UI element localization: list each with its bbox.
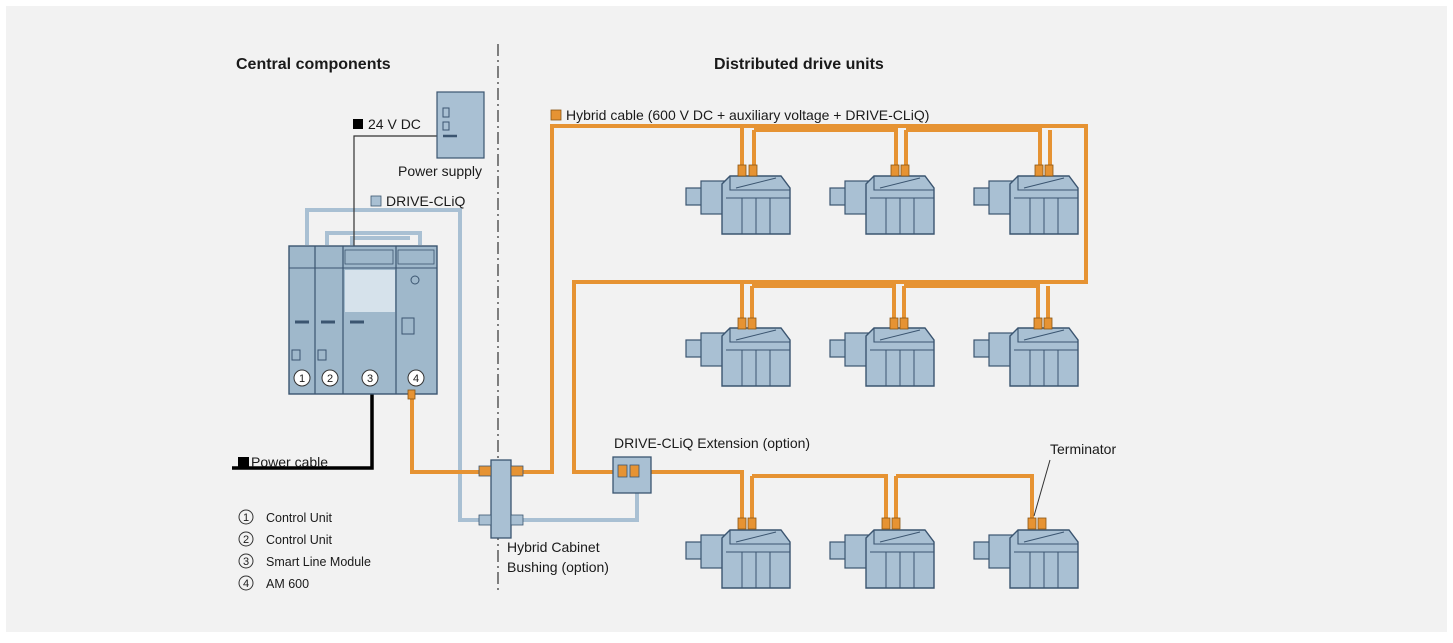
drive-cliq-label: DRIVE-CLiQ xyxy=(386,193,465,209)
legend-item-1: Control Unit xyxy=(266,511,333,525)
bushing-label-line1: Hybrid Cabinet xyxy=(507,539,600,555)
legend-item-2: Control Unit xyxy=(266,533,333,547)
drive-cliq-extension-label: DRIVE-CLiQ Extension (option) xyxy=(614,435,810,451)
diagram-background xyxy=(6,6,1447,632)
24v-legend-swatch xyxy=(353,119,363,129)
drive-cliq-extension-unit xyxy=(612,456,652,494)
terminator-label: Terminator xyxy=(1050,441,1116,457)
distributed-drive-units-heading: Distributed drive units xyxy=(714,56,884,73)
cabinet-modules xyxy=(288,245,438,400)
module-number-1: 1 xyxy=(299,373,305,385)
module-number-4: 4 xyxy=(413,373,419,385)
24v-dc-label: 24 V DC xyxy=(368,116,421,132)
bushing-label-line2: Bushing (option) xyxy=(507,559,609,575)
power-cable-legend-swatch xyxy=(238,457,249,467)
legend-number-2: 2 xyxy=(243,534,249,546)
legend-number-1: 1 xyxy=(243,512,249,524)
power-supply-unit xyxy=(436,91,485,159)
hybrid-cable-label: Hybrid cable (600 V DC + auxiliary volta… xyxy=(566,107,929,123)
24v-dc-cable xyxy=(353,135,438,250)
drive-cliq-legend-swatch xyxy=(370,195,382,207)
hybrid-cables xyxy=(410,124,1088,522)
module-number-2: 2 xyxy=(327,373,333,385)
hybrid-cabinet-bushing xyxy=(478,459,524,539)
motor-connectors xyxy=(737,164,1054,530)
central-components-heading: Central components xyxy=(236,56,391,73)
drive-cliq-cables xyxy=(305,208,639,522)
component-legend: 1 Control Unit 2 Control Unit 3 Smart Li… xyxy=(238,509,371,591)
legend-number-3: 3 xyxy=(243,556,249,568)
legend-number-4: 4 xyxy=(243,578,249,590)
legend-item-3: Smart Line Module xyxy=(266,555,371,569)
power-supply-label: Power supply xyxy=(398,163,482,179)
module-number-3: 3 xyxy=(367,373,373,385)
power-cable-label: Power cable xyxy=(251,454,328,470)
legend-item-4: AM 600 xyxy=(266,577,309,591)
terminator-pointer xyxy=(1033,459,1051,517)
module-number-markers: 1 2 3 4 xyxy=(293,369,425,387)
power-cable-line xyxy=(232,390,374,470)
hybrid-cable-legend-swatch xyxy=(550,109,562,121)
